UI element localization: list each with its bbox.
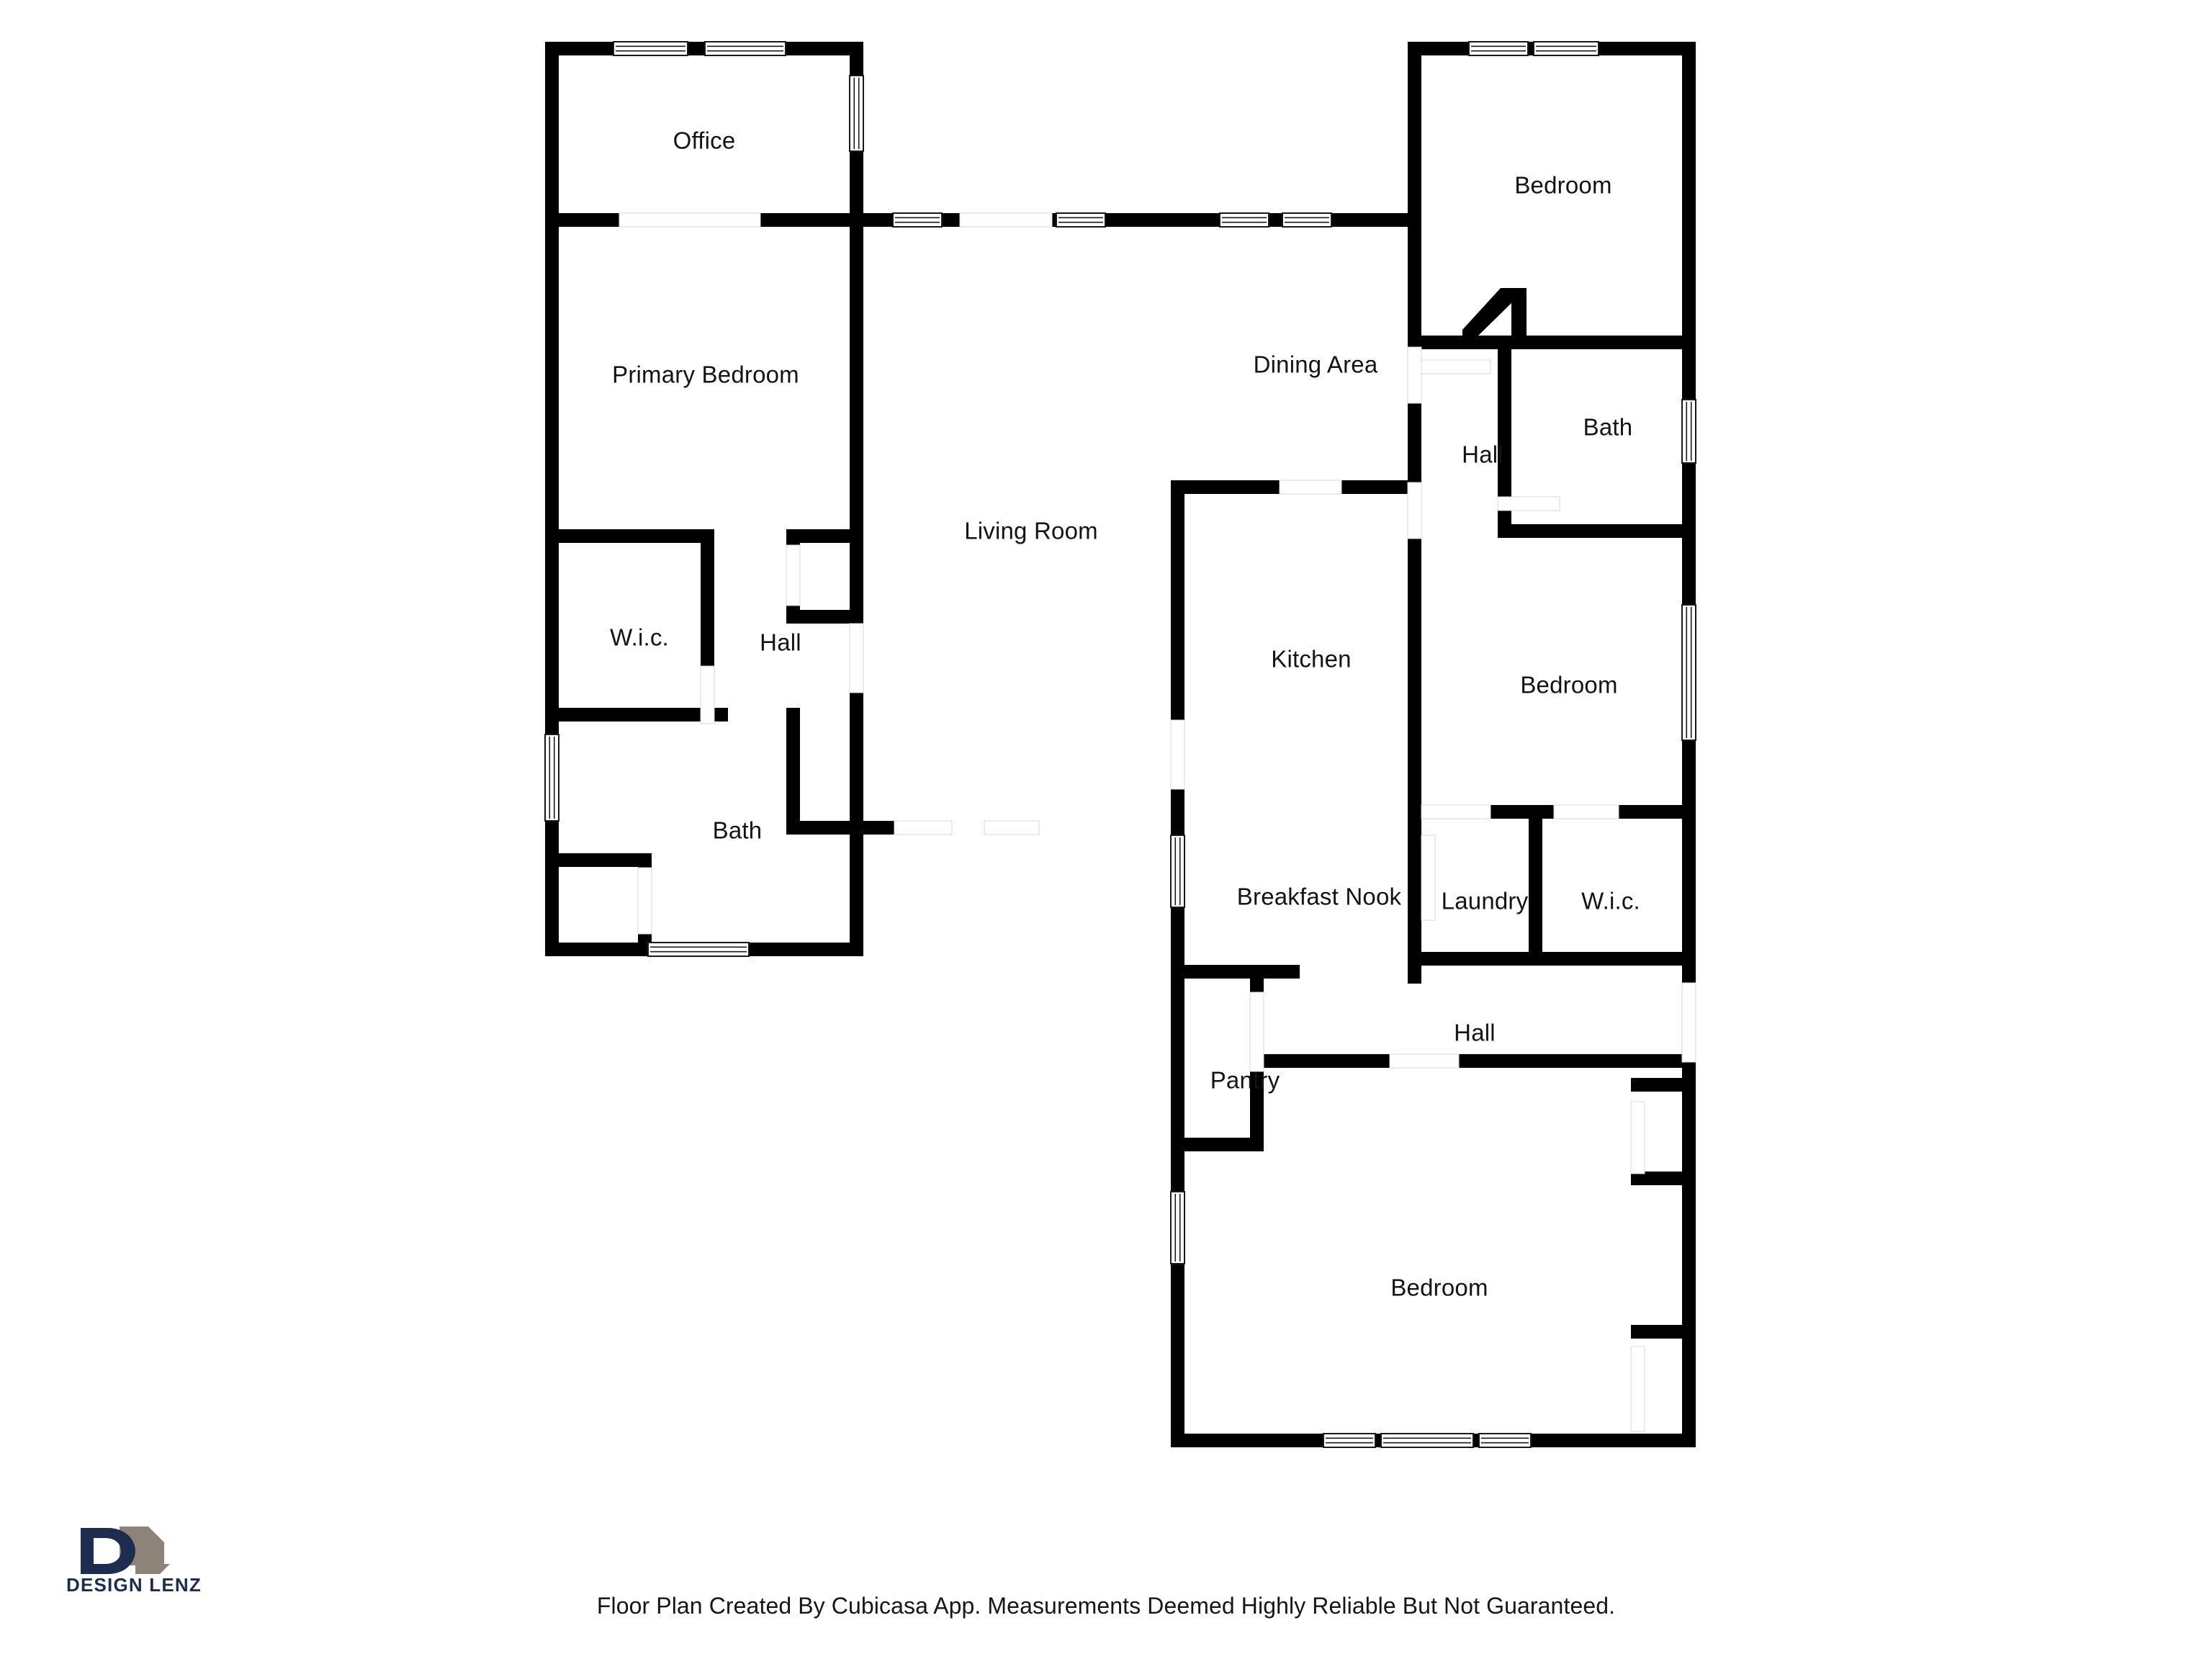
wall-bath-ne-south-wall: [1498, 524, 1696, 538]
door-opening-bedroom-e-door-s: [1553, 804, 1619, 819]
door-opening-kitchen-door-w: [1170, 719, 1185, 790]
wall-primary-wic-east: [701, 529, 714, 708]
wall-primary-wic-north: [545, 529, 714, 543]
door-opening-hall-ne-door-s: [1407, 482, 1422, 539]
wall-bath-primary-hall-wall: [786, 708, 800, 835]
door-opening-bedroom-e-door: [1421, 804, 1491, 819]
wall-bath-closet-north: [545, 853, 652, 867]
window-office-window-b: [704, 41, 786, 56]
room-label-bedroom-ne: Bedroom: [1514, 172, 1611, 199]
wall-bath-ne-west-wall: [1498, 336, 1511, 531]
window-bedroom-s-window-c: [1478, 1433, 1532, 1448]
room-label-wic-primary: W.i.c.: [610, 624, 669, 651]
wall-exterior-right: [1682, 42, 1696, 1447]
window-breakfast-window: [1170, 835, 1185, 908]
footer-disclaimer: Floor Plan Created By Cubicasa App. Meas…: [596, 1593, 1616, 1619]
logo-letter-l-foot: [135, 1548, 170, 1574]
wall-exterior-left-wing-right: [850, 42, 863, 956]
door-opening-kitchen-door-n: [1279, 480, 1342, 495]
door-opening-bath-primary-dr-b: [984, 820, 1040, 835]
window-bedroom-s-window-w: [1170, 1191, 1185, 1264]
wall-bedroom-s-closet-low-wall: [1631, 1325, 1696, 1339]
door-opening-bath-closet-door: [637, 867, 652, 935]
window-living-window-a: [892, 212, 943, 228]
wall-hall-s-south-wall: [1250, 1054, 1696, 1068]
room-label-hall-ne: Hall: [1462, 441, 1503, 468]
wall-kitchen-left-wall: [1171, 480, 1184, 952]
door-opening-laundry-door: [1421, 835, 1436, 921]
wall-bedroom-ne-south-wall: [1421, 336, 1696, 349]
door-opening-wic-primary-door: [700, 665, 715, 724]
wall-bedroom-s-closet-top-wall: [1631, 1078, 1696, 1092]
logo-letter-d: [81, 1528, 135, 1574]
room-label-bath-ne: Bath: [1583, 414, 1633, 441]
wall-bath-primary-link: [800, 821, 894, 835]
window-office-door-east: [849, 75, 864, 152]
wall-bedroom-ne-angled-corner: [1462, 288, 1527, 349]
door-opening-office-to-primary: [619, 212, 761, 228]
door-opening-bath-ne-door: [1497, 496, 1560, 511]
wall-exterior-left-wing-left: [545, 42, 559, 956]
door-opening-bedroom-s-closet-b: [1630, 1346, 1645, 1432]
wall-laundry-south-wall: [1421, 952, 1696, 966]
window-bedroom-e-window: [1681, 604, 1696, 741]
door-openings-layer: [619, 212, 1696, 1432]
logo-wordmark: DESIGN LENZ: [66, 1574, 202, 1596]
door-opening-living-open-north: [959, 212, 1053, 228]
window-bath-ne-window: [1681, 399, 1696, 464]
door-opening-primary-hall-door-w: [786, 544, 801, 606]
room-label-breakfast-nook: Breakfast Nook: [1237, 884, 1402, 910]
diagonal-walls-layer: [1462, 288, 1527, 349]
window-bath-primary-window: [544, 734, 559, 822]
wall-kitchen-right-wall: [1408, 213, 1421, 984]
window-bath-primary-wdw-s: [647, 942, 750, 957]
door-opening-bath-primary-dr-a: [894, 820, 953, 835]
room-label-primary-bedroom: Primary Bedroom: [612, 361, 799, 388]
room-label-bath-primary: Bath: [713, 817, 763, 844]
wall-bedroom-s-closet-mid-wall: [1631, 1172, 1696, 1185]
door-opening-pantry-door: [1249, 992, 1264, 1072]
logo-mark: DESIGN LENZ: [66, 1527, 202, 1596]
door-opening-bedroom-s-closet-a: [1630, 1101, 1645, 1174]
wall-primary-hall-bottom: [786, 610, 850, 624]
design-lenz-logo: DESIGN LENZ: [63, 1522, 207, 1601]
room-label-living-room: Living Room: [964, 518, 1098, 544]
window-living-window-b: [1056, 212, 1106, 228]
window-bedroom-ne-window-a: [1468, 41, 1529, 56]
room-label-hall-primary: Hall: [760, 629, 801, 656]
window-dining-window-b: [1282, 212, 1332, 228]
window-bedroom-s-window-b: [1380, 1433, 1474, 1448]
window-dining-window-a: [1219, 212, 1269, 228]
room-label-dining-area: Dining Area: [1254, 351, 1378, 378]
room-label-hall-s: Hall: [1454, 1020, 1496, 1046]
wall-pantry-north-wall: [1184, 965, 1300, 979]
windows-layer: [544, 41, 1696, 1448]
room-label-wic-e: W.i.c.: [1581, 888, 1640, 914]
room-label-kitchen: Kitchen: [1271, 646, 1351, 673]
door-opening-bedroom-ne-door: [1421, 359, 1491, 374]
room-label-pantry: Pantry: [1210, 1067, 1280, 1094]
wall-pantry-south-wall: [1184, 1138, 1264, 1151]
window-bedroom-s-window-a: [1323, 1433, 1376, 1448]
window-bedroom-ne-window-b: [1533, 41, 1599, 56]
room-label-office: Office: [673, 127, 736, 154]
door-opening-primary-hall-door-s: [849, 623, 864, 693]
wall-laundry-wic-divider: [1529, 805, 1542, 965]
wall-primary-hall-top: [786, 529, 850, 543]
room-label-bedroom-s: Bedroom: [1390, 1274, 1488, 1301]
door-opening-hall-s-door-east: [1681, 982, 1696, 1063]
door-opening-hall-s-door-bedroom: [1389, 1053, 1460, 1069]
room-label-bedroom-e: Bedroom: [1520, 672, 1617, 698]
room-label-laundry: Laundry: [1442, 888, 1529, 914]
wall-bath-primary-north: [545, 708, 728, 721]
wall-exterior-ne-left: [1408, 42, 1421, 227]
door-opening-hall-ne-door-n: [1407, 346, 1422, 404]
window-office-window-a: [613, 41, 688, 56]
